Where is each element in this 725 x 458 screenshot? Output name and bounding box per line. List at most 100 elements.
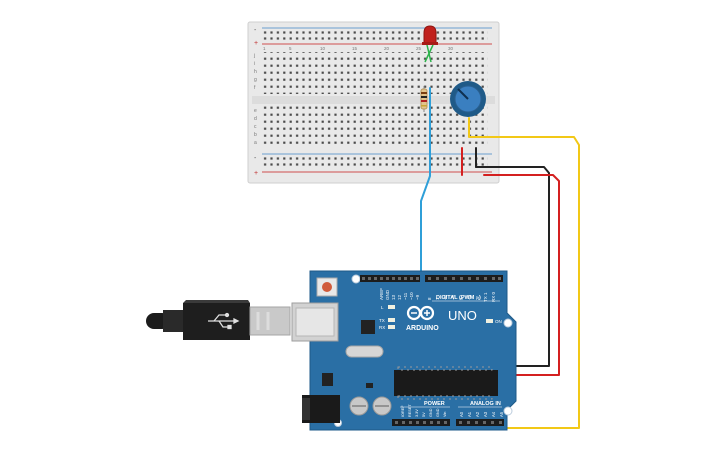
row-letter: d <box>254 116 257 122</box>
pin-label: TX 1 <box>483 292 488 302</box>
pin-label: 3.3V <box>415 409 419 417</box>
usb-connector-metal <box>249 306 291 336</box>
pin-label: ~3 <box>467 294 472 300</box>
digital-header-right <box>425 275 503 282</box>
pin-label: 8 <box>427 297 432 300</box>
uno-model-label: UNO <box>448 308 477 323</box>
rail-plus-label-top: + <box>254 40 258 47</box>
arduino-logo-icon <box>406 305 435 321</box>
mounting-hole <box>351 274 361 284</box>
pin-label: ~10 <box>409 292 414 300</box>
resistor-band <box>421 105 427 107</box>
center-channel <box>252 96 495 104</box>
analog-pin-labels: A0 A1 A2 A3 A4 A5 <box>459 411 504 417</box>
led-rim <box>422 42 438 45</box>
resistor-band <box>421 96 427 98</box>
digital-header-left <box>360 275 420 282</box>
pin-label: ~9 <box>415 294 420 300</box>
mounting-hole <box>503 406 513 416</box>
rail-plus-label-bottom: + <box>254 170 258 177</box>
row-letter: j <box>253 53 255 59</box>
upper-terminal-strip <box>262 52 488 94</box>
wire-blue[interactable] <box>420 87 431 278</box>
pin-label: RX 0 <box>491 291 496 302</box>
column-number: 5 <box>289 46 292 51</box>
power-header <box>392 419 450 426</box>
usb-interface-chip <box>361 320 375 334</box>
row-letter: e <box>254 108 257 114</box>
pin-label: RESET <box>408 404 412 417</box>
atmega-chip <box>394 370 498 396</box>
pin-label: ~5 <box>451 294 456 300</box>
breadboard: - + - + j i h g f e d c b a 1 5 <box>247 21 500 184</box>
arduino-wordmark: ARDUINO <box>406 325 439 332</box>
crystal-oscillator <box>345 345 384 358</box>
potentiometer[interactable] <box>450 81 486 117</box>
bottom-power-rail <box>262 157 488 169</box>
on-led-label: ON <box>495 319 502 324</box>
column-number: 30 <box>448 46 454 51</box>
pin-label: A0 <box>459 411 464 417</box>
resistor-band <box>421 100 427 102</box>
pin-label: A3 <box>483 411 488 417</box>
lower-terminal-strip <box>262 106 488 148</box>
pin-label: ~6 <box>443 294 448 300</box>
row-letter: b <box>254 132 257 138</box>
power-label: POWER <box>424 401 445 407</box>
digital-pin-labels: AREF GND 13 12 ~11 ~10 ~9 8 7 ~6 ~5 4 ~3… <box>379 288 496 302</box>
mounting-hole <box>503 318 513 328</box>
rx-led-label: RX <box>379 325 385 330</box>
digital-label: DIGITAL (PWM ~) <box>436 295 481 301</box>
power-pin-labels: IOREF RESET 3.3V 5V GND GND Vin <box>401 404 447 417</box>
led[interactable] <box>422 25 438 63</box>
on-led-indicator <box>486 319 493 323</box>
arduino-uno-board[interactable]: AREF GND 13 12 ~11 ~10 ~9 8 7 ~6 ~5 4 ~3… <box>291 270 517 431</box>
resistor[interactable] <box>420 86 428 112</box>
pin-label: GND <box>429 408 433 417</box>
reset-button-cap <box>322 282 332 292</box>
column-number: 20 <box>384 46 390 51</box>
wire-black[interactable] <box>475 166 550 367</box>
row-letters: j i h g f e d c b a <box>253 53 257 146</box>
resistor-band <box>421 92 427 94</box>
row-letter: i <box>254 61 255 67</box>
pin-label: Vin <box>443 412 447 417</box>
pin-label: 7 <box>435 297 440 300</box>
top-power-rail <box>262 30 488 42</box>
column-number: 15 <box>352 46 358 51</box>
column-numbers: 1 5 10 15 20 25 30 <box>263 46 454 51</box>
pin-label: A2 <box>475 411 480 417</box>
pin-label: A4 <box>491 411 496 417</box>
pin-label: 13 <box>391 294 396 300</box>
pin-label: A5 <box>499 411 504 417</box>
tx-led-label: TX <box>379 318 385 323</box>
analog-header <box>456 419 504 426</box>
row-letter: c <box>254 124 257 130</box>
column-number: 10 <box>320 46 326 51</box>
column-number: 1 <box>263 46 266 51</box>
usb-cable[interactable] <box>146 300 291 340</box>
led-leg-cathode <box>424 44 434 63</box>
pin-label: ~11 <box>403 292 408 300</box>
pin-label: 5V <box>422 412 426 417</box>
row-letter: f <box>254 85 256 91</box>
row-letter: a <box>254 140 257 146</box>
voltage-regulator <box>322 373 333 386</box>
pin-label: GND <box>436 408 440 417</box>
pin-label: A1 <box>467 411 472 417</box>
l-led-indicator <box>388 305 395 309</box>
potentiometer-indicator <box>457 88 469 100</box>
column-number: 25 <box>416 46 422 51</box>
row-letter: g <box>254 77 257 83</box>
analog-in-label: ANALOG IN <box>470 401 501 407</box>
rx-led-indicator <box>388 325 395 329</box>
rail-minus-label-bottom: - <box>254 155 257 162</box>
tx-led-indicator <box>388 318 395 322</box>
pin-label: 4 <box>459 297 464 300</box>
rail-minus-label-top: - <box>254 27 257 34</box>
pin-label: IOREF <box>401 405 405 417</box>
usb-strain-relief <box>163 310 185 332</box>
usb-icon <box>208 312 240 330</box>
